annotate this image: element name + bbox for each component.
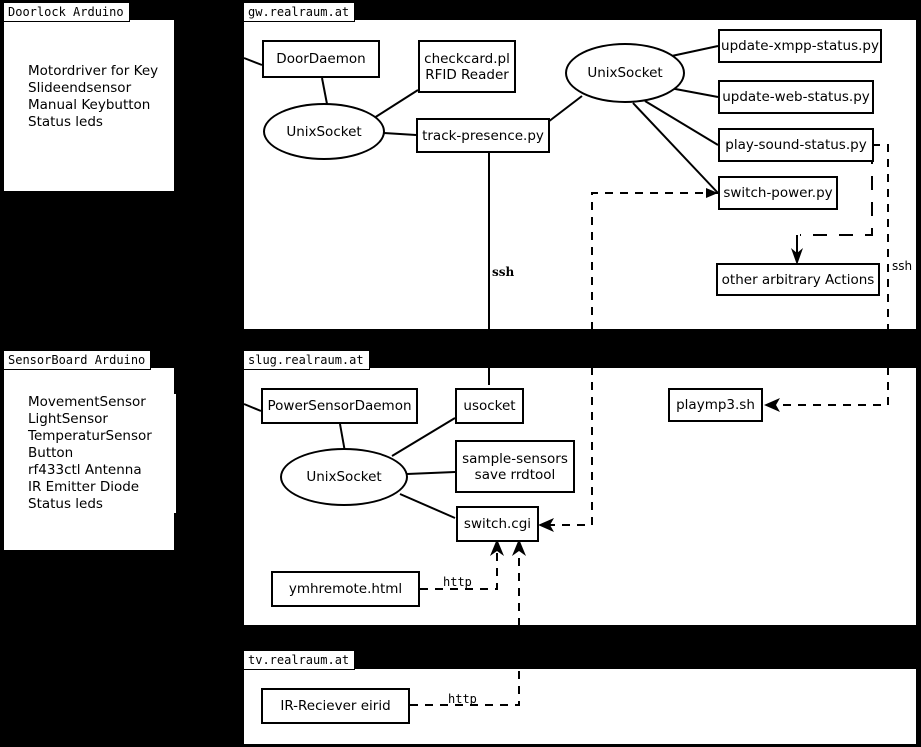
node-usocket[interactable]: usocket	[455, 388, 524, 424]
node-switch-cgi-label: switch.cgi	[463, 516, 532, 532]
node-sample-sensors[interactable]: sample-sensors save rrdtool	[455, 440, 575, 493]
node-other-actions[interactable]: other arbitrary Actions	[716, 263, 880, 296]
node-unixsocket-gw-right[interactable]: UnixSocket	[565, 43, 685, 103]
node-ir-reciever[interactable]: IR-Reciever eirid	[261, 688, 410, 724]
node-update-xmpp-status[interactable]: update-xmpp-status.py	[718, 29, 882, 63]
node-playmp3-label: playmp3.sh	[676, 397, 755, 413]
panel-tab-gw[interactable]: gw.realraum.at	[243, 2, 356, 22]
node-switch-cgi[interactable]: switch.cgi	[456, 506, 539, 542]
node-update-web-status[interactable]: update-web-status.py	[718, 80, 874, 114]
node-track-presence[interactable]: track-presence.py	[416, 118, 550, 153]
sensorboard-feature-list: MovementSensor LightSensor TemperaturSen…	[28, 394, 176, 513]
node-playmp3[interactable]: playmp3.sh	[668, 388, 763, 422]
node-unixsocket-gw-right-label: UnixSocket	[587, 65, 663, 81]
edge-label-ssh-gw-slug: ssh	[492, 265, 515, 279]
node-doordaemon-label: DoorDaemon	[276, 51, 366, 67]
node-sample-sensors-label: sample-sensors save rrdtool	[462, 450, 568, 483]
node-ymhremote[interactable]: ymhremote.html	[271, 571, 420, 607]
node-play-sound-status[interactable]: play-sound-status.py	[718, 128, 874, 162]
node-track-presence-label: track-presence.py	[422, 127, 544, 144]
node-update-web-status-label: update-web-status.py	[722, 89, 870, 105]
node-unixsocket-gw-left-label: UnixSocket	[286, 123, 362, 140]
node-switch-power[interactable]: switch-power.py	[718, 176, 838, 210]
edge-label-ssh-right: ssh	[892, 259, 913, 273]
panel-tab-doorlock[interactable]: Doorlock Arduino	[3, 2, 130, 22]
node-powersensordaemon-label: PowerSensorDaemon	[267, 398, 412, 414]
panel-tab-slug[interactable]: slug.realraum.at	[243, 350, 370, 370]
node-unixsocket-slug[interactable]: UnixSocket	[280, 448, 408, 506]
node-update-xmpp-status-label: update-xmpp-status.py	[721, 38, 879, 54]
edge-label-http-ir: http	[448, 692, 477, 706]
edge-label-http-ymhremote: http	[443, 575, 472, 589]
node-switch-power-label: switch-power.py	[723, 185, 833, 201]
panel-tab-tv[interactable]: tv.realraum.at	[243, 650, 356, 670]
node-powersensordaemon[interactable]: PowerSensorDaemon	[261, 388, 418, 424]
node-unixsocket-gw-left[interactable]: UnixSocket	[263, 103, 385, 160]
node-ymhremote-label: ymhremote.html	[288, 581, 403, 597]
doorlock-feature-list: Motordriver for Key Slideendsensor Manua…	[28, 63, 168, 131]
node-doordaemon[interactable]: DoorDaemon	[262, 40, 380, 78]
node-usocket-label: usocket	[463, 398, 516, 414]
sensorboard-feature-text: MovementSensor LightSensor TemperaturSen…	[28, 394, 152, 512]
node-unixsocket-slug-label: UnixSocket	[306, 469, 382, 485]
node-other-actions-label: other arbitrary Actions	[721, 271, 875, 288]
doorlock-feature-text: Motordriver for Key Slideendsensor Manua…	[28, 63, 159, 130]
node-play-sound-status-label: play-sound-status.py	[725, 137, 867, 153]
node-checkcard[interactable]: checkcard.pl RFID Reader	[418, 40, 516, 93]
node-checkcard-label: checkcard.pl RFID Reader	[424, 50, 510, 83]
panel-tab-sensorboard[interactable]: SensorBoard Arduino	[3, 350, 152, 370]
node-ir-reciever-label: IR-Reciever eirid	[280, 698, 391, 714]
